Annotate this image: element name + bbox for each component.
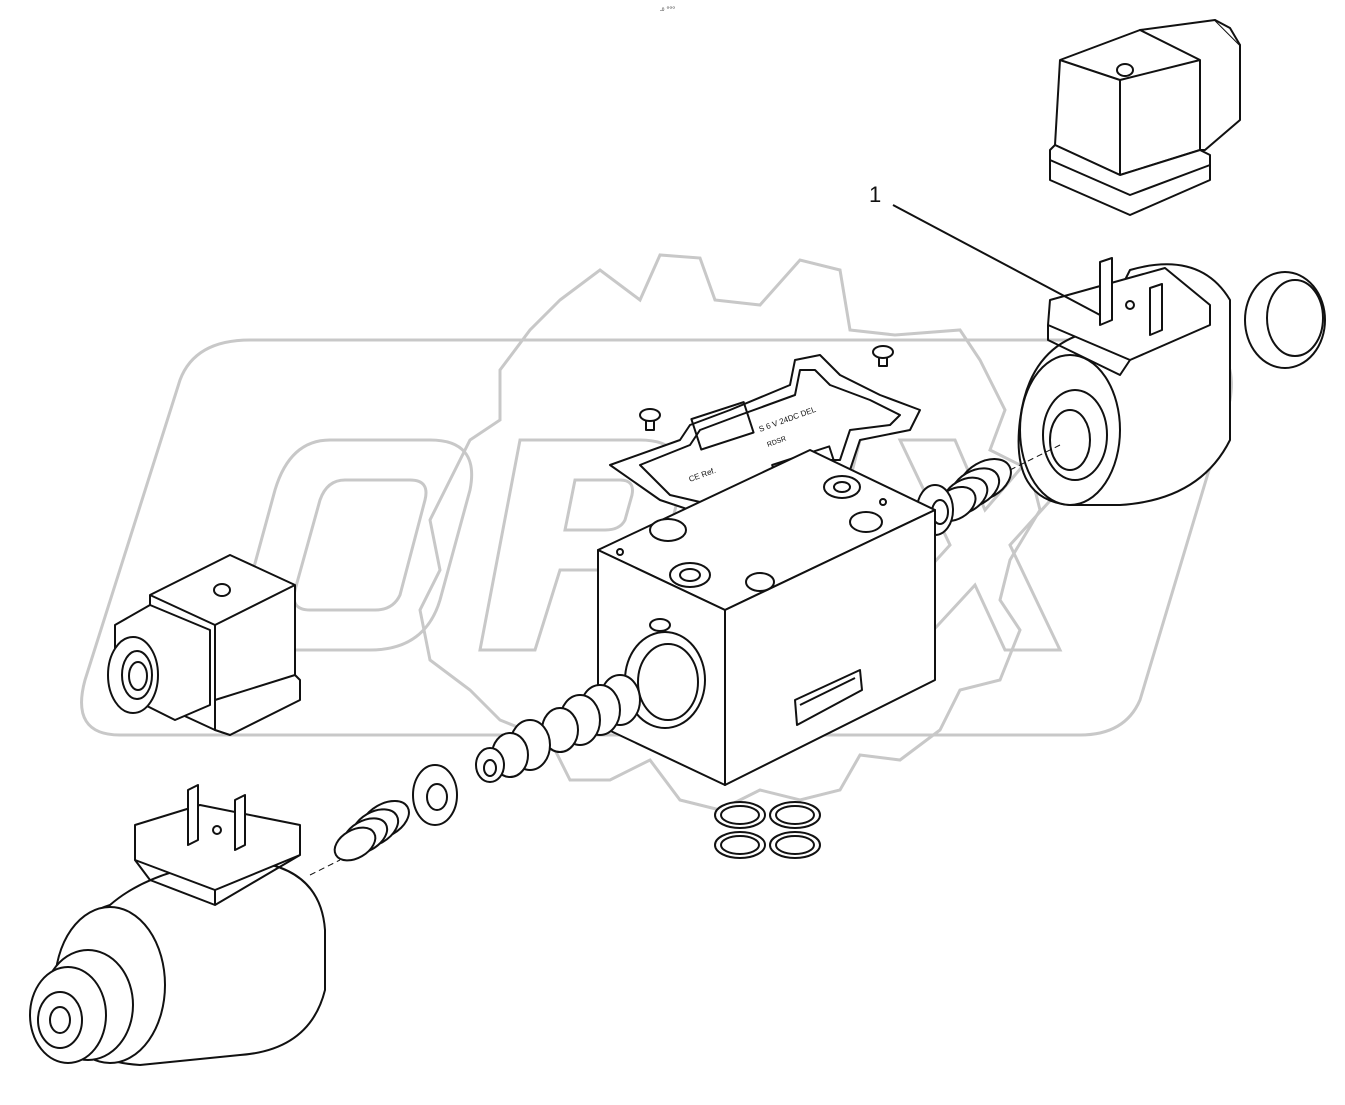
solenoid-coil-left — [29, 784, 326, 1066]
watermark-gear — [418, 253, 1042, 812]
spool — [475, 674, 641, 783]
callout-label-1: 1 — [869, 182, 882, 207]
connector-plug-top-right — [1049, 19, 1241, 216]
connector-plug-left — [107, 554, 301, 736]
washer-left — [412, 764, 458, 826]
screw-right — [872, 345, 894, 367]
valve-body — [597, 449, 936, 786]
screw-left — [639, 408, 661, 431]
o-rings — [714, 801, 821, 859]
solenoid-coil-right — [1017, 257, 1326, 506]
spring-left — [333, 800, 410, 862]
header-marker: ᎐₀ ᵒᵒᵒ — [660, 5, 676, 13]
watermark-letter-o — [240, 438, 474, 652]
axis-line-left — [309, 859, 341, 876]
callout-leader-line — [892, 204, 1101, 316]
